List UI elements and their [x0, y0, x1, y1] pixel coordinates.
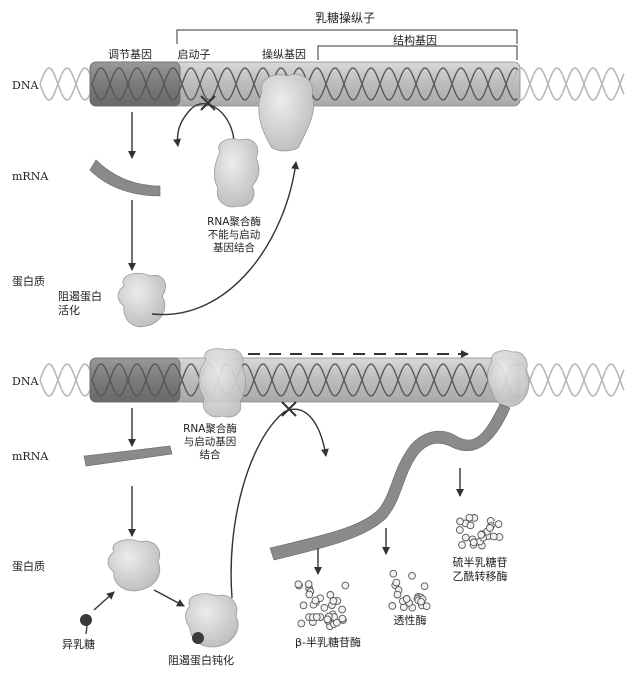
permease-enzyme-bead [408, 571, 416, 580]
beta-gal-enzyme-bead [338, 614, 347, 623]
permease-enzyme-bead [420, 582, 429, 591]
bottom-rnap-label-line3: 结合 [200, 448, 221, 461]
transacetylase-enzyme-bead [477, 530, 486, 539]
polycistronic-mrna [269, 403, 511, 561]
beta-gal-enzyme-bead [304, 580, 313, 588]
transacetylase-label-line2: 乙酰转移酶 [453, 569, 508, 583]
inducer-bound [192, 632, 204, 644]
inducer-label: 异乳糖 [62, 637, 95, 651]
inducer-stem [85, 617, 89, 635]
transacetylase-enzyme-bead [489, 532, 498, 541]
mrna-label-bottom: mRNA [12, 450, 49, 463]
block-x-mark-top [200, 95, 216, 111]
beta-gal-enzyme-bead [323, 615, 332, 624]
structural-genes-label: 结构基因 [393, 33, 437, 47]
transacetylase-enzyme-bead [466, 521, 475, 530]
dna-top-regulator-region [89, 61, 181, 107]
transacetylase-enzyme-bead [455, 526, 464, 534]
bottom-rnap-label-line2: 与启动基因 [184, 435, 237, 448]
operator-label: 操纵基因 [262, 47, 306, 61]
beta-gal-enzyme-bead [320, 603, 329, 612]
repressor-inactive-label: 阻遏蛋白钝化 [168, 653, 234, 667]
protein-label-bottom: 蛋白质 [12, 559, 45, 573]
beta-gal-enzyme-bead [338, 605, 346, 614]
rna-polymerase-top [214, 138, 260, 208]
permease-enzyme [388, 569, 431, 612]
beta-gal-enzyme-bead [341, 581, 350, 590]
repressor-active-label-line1: 阻遏蛋白 [58, 289, 102, 303]
permease-enzyme-bead [402, 595, 411, 603]
mrna-strand-top [89, 159, 161, 197]
top-rnap-label-line3: 基因结合 [213, 241, 255, 254]
dna-bottom-helix-right [511, 363, 625, 397]
dna-top-helix-right [511, 67, 625, 101]
arrow-repressor-to-inactive [153, 589, 185, 607]
beta-gal-enzyme-bead [311, 596, 320, 605]
transacetylase-enzyme-bead [458, 541, 466, 549]
regulator-gene-label: 调节基因 [108, 48, 152, 61]
transacetylase-label-line1: 硫半乳糖苷 [453, 555, 508, 569]
arrow-inducer-to-repressor [93, 591, 115, 611]
permease-enzyme-bead [388, 602, 397, 610]
transacetylase-enzyme-bead [461, 533, 470, 542]
dna-bottom [39, 357, 625, 403]
protein-label-top: 蛋白质 [12, 274, 45, 288]
dna-bottom-regulator-region [89, 357, 181, 403]
block-x-mark-bottom [281, 401, 297, 417]
operon-label: 乳糖操纵子 [315, 10, 375, 25]
rna-polymerase-bound-promoter [198, 348, 246, 418]
beta-gal-label: β-半乳糖苷酶 [295, 635, 361, 649]
transacetylase-enzyme-bead [494, 520, 503, 528]
beta-gal-enzyme-bead [332, 618, 341, 627]
permease-enzyme-bead [417, 597, 425, 606]
beta-gal-enzyme-bead [329, 597, 338, 605]
rna-polymerase-transcribing [487, 350, 530, 407]
blocked-binding-arrow [173, 103, 235, 149]
repressor-bound-operator [258, 73, 314, 152]
permease-enzyme-bead [422, 602, 431, 611]
arrow-repressor-to-operator [151, 161, 300, 316]
beta-gal-enzyme-bead [312, 613, 321, 621]
permease-enzyme-bead [393, 590, 402, 599]
permease-label: 透性酶 [394, 613, 427, 627]
transacetylase-enzyme [455, 513, 504, 550]
permease-enzyme-bead [392, 578, 401, 587]
transacetylase-enzyme-bead [465, 513, 474, 522]
repressor-active [117, 272, 166, 328]
beta-gal-enzyme-bead [305, 590, 314, 599]
permease-enzyme-bead [389, 569, 398, 578]
transacetylase-enzyme-bead [469, 538, 478, 547]
top-rnap-label-line1: RNA聚合酶 [207, 215, 261, 228]
beta-gal-enzyme-bead [326, 591, 335, 599]
beta-gal-enzyme-bead [297, 619, 306, 628]
beta-gal-enzyme-bead [299, 601, 308, 610]
transacetylase-enzyme-bead [456, 517, 464, 526]
dna-top [39, 61, 625, 107]
repressor-free [107, 539, 161, 592]
dna-label-bottom: DNA [12, 375, 39, 388]
beta-gal-enzyme [294, 580, 350, 631]
dna-label-top: DNA [12, 79, 39, 92]
mrna-strand-bottom [83, 445, 173, 467]
repressor-active-label-line2: 活化 [58, 303, 80, 317]
beta-gal-enzyme-bead [294, 580, 303, 589]
operon-bracket: 乳糖操纵子 [176, 10, 518, 44]
inducer-molecule [80, 614, 92, 626]
promoter-label: 启动子 [178, 48, 211, 61]
dna-bottom-helix-inside [91, 363, 519, 397]
transacetylase-enzyme-bead [486, 524, 494, 532]
bottom-rnap-label-line1: RNA聚合酶 [183, 422, 237, 435]
structural-genes-bracket: 结构基因 [317, 33, 518, 60]
arrow-inactive-repressor-blocked [230, 408, 329, 599]
top-rnap-label-line2: 不能与启动 [208, 228, 261, 241]
mrna-label-top: mRNA [12, 170, 49, 183]
